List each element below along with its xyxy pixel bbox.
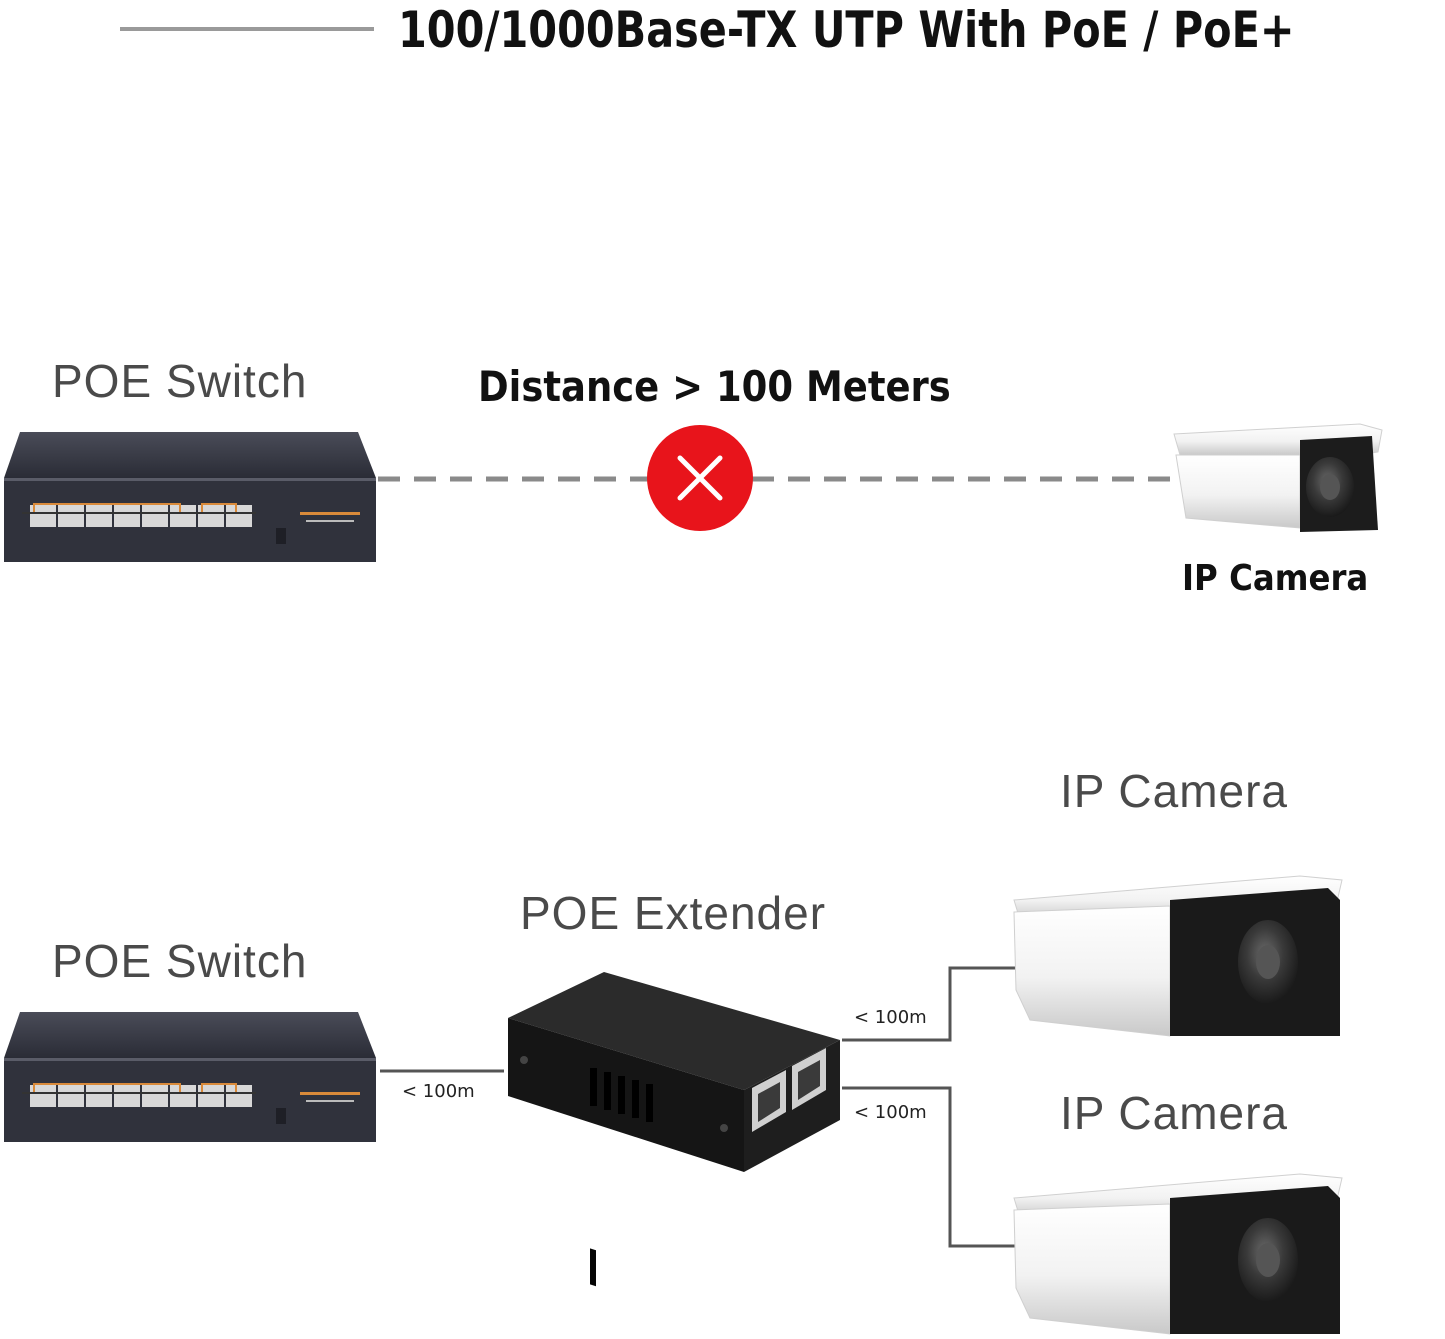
ip-camera-right-bottom: [1013, 1173, 1343, 1335]
poe-extender: [508, 972, 840, 1287]
poe-switch-bottom: [4, 1012, 376, 1142]
distance-extender-camera-top: < 100m: [854, 1007, 927, 1028]
distance-extender-camera-bottom: < 100m: [854, 1102, 927, 1123]
distance-label: Distance > 100 Meters: [478, 362, 951, 411]
link-extender-camera-top: [842, 966, 1016, 1042]
camera-label-right-bottom: IP Camera: [1060, 1087, 1289, 1139]
header-rule: [120, 27, 374, 31]
switch-label-top: POE Switch: [52, 355, 308, 407]
link-extender-camera-bottom: [842, 1086, 1016, 1248]
red-x-icon: [647, 425, 753, 531]
poe-switch-top: [4, 432, 376, 562]
switch-label-bottom: POE Switch: [52, 935, 308, 987]
camera-label-top: IP Camera: [1182, 558, 1369, 599]
distance-switch-extender: < 100m: [402, 1081, 475, 1102]
extender-label: POE Extender: [520, 887, 827, 939]
ip-camera-top: [1173, 423, 1383, 532]
header-title: 100/1000Base-TX UTP With PoE / PoE+: [398, 1, 1295, 59]
camera-label-right-top: IP Camera: [1060, 765, 1289, 817]
ip-camera-right-top: [1013, 875, 1343, 1037]
